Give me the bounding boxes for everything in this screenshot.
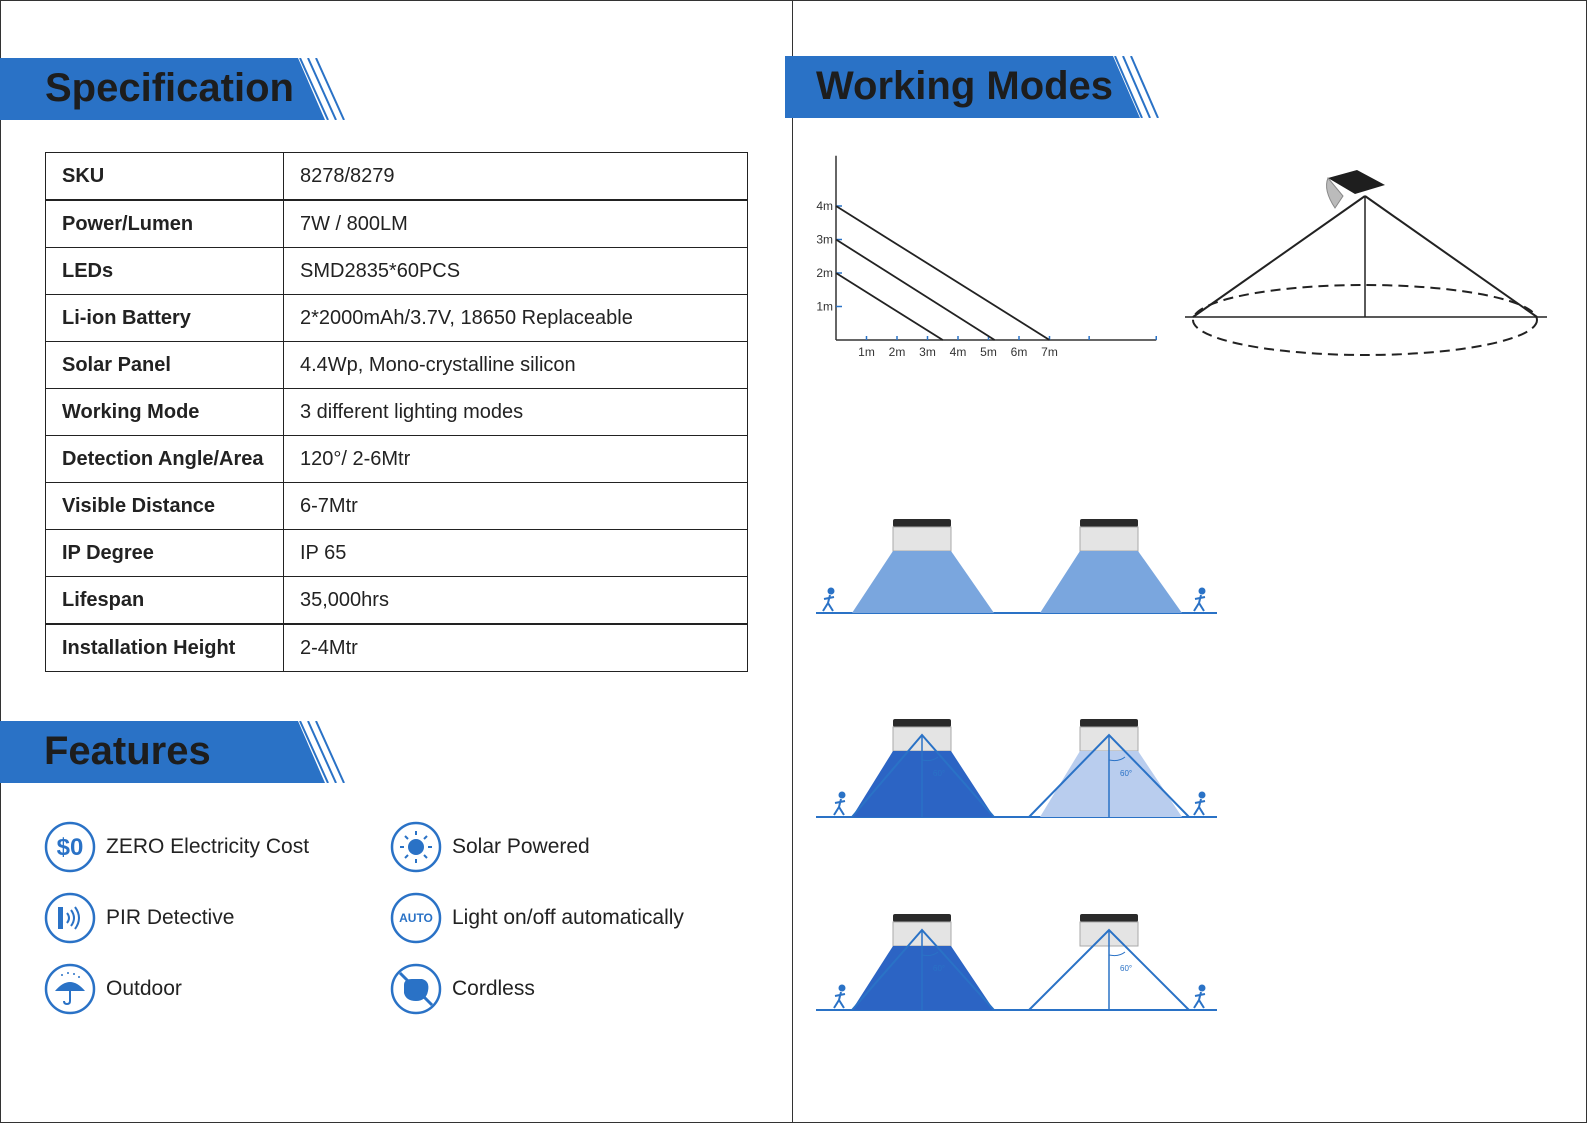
banner-stripes bbox=[299, 721, 345, 783]
cordless-icon bbox=[390, 963, 442, 1015]
feature-item: PIR Detective bbox=[44, 892, 234, 944]
spec-value: 2*2000mAh/3.7V, 18650 Replaceable bbox=[283, 294, 748, 342]
y-tick-label: 4m bbox=[816, 199, 833, 213]
x-tick-label: 5m bbox=[980, 345, 997, 359]
mode-1-diagram bbox=[816, 519, 1217, 614]
walking-person-icon bbox=[822, 587, 835, 612]
spec-label: LEDs bbox=[45, 247, 284, 295]
feature-label: PIR Detective bbox=[106, 906, 235, 929]
spec-label: SKU bbox=[45, 152, 284, 201]
y-tick-label: 3m bbox=[816, 233, 833, 247]
spec-value: 3 different lighting modes bbox=[283, 388, 748, 436]
feature-item: Solar Powered bbox=[390, 821, 590, 873]
zero-cost-icon-text: $0 bbox=[57, 834, 84, 861]
x-tick-label: 4m bbox=[950, 345, 967, 359]
x-tick-label: 2m bbox=[889, 345, 906, 359]
spec-label: Installation Height bbox=[45, 623, 284, 672]
spec-value: 7W / 800LM bbox=[283, 199, 748, 248]
feature-label: Light on/off automatically bbox=[452, 906, 684, 929]
banner-stripes bbox=[299, 58, 345, 120]
spec-label: Solar Panel bbox=[45, 341, 284, 389]
spec-value: SMD2835*60PCS bbox=[283, 247, 748, 295]
range-line bbox=[835, 205, 1050, 341]
spec-value: 8278/8279 bbox=[283, 152, 748, 201]
spec-value: 35,000hrs bbox=[283, 576, 748, 625]
spec-label: Visible Distance bbox=[45, 482, 284, 530]
spec-value: IP 65 bbox=[283, 529, 748, 577]
x-tick-label: 6m bbox=[1011, 345, 1028, 359]
angle-label: 60° bbox=[933, 769, 945, 778]
spec-value: 2-4Mtr bbox=[283, 623, 748, 672]
feature-label: Cordless bbox=[452, 977, 535, 1000]
light-fixture bbox=[892, 519, 952, 552]
x-tick-label: 3m bbox=[919, 345, 936, 359]
spec-title: Specification bbox=[45, 66, 294, 110]
spec-value: 4.4Wp, Mono-crystalline silicon bbox=[283, 341, 748, 389]
spec-value: 6-7Mtr bbox=[283, 482, 748, 530]
walking-person-icon bbox=[1193, 587, 1206, 612]
walking-person-icon bbox=[1193, 791, 1206, 816]
feature-label: Solar Powered bbox=[452, 835, 590, 858]
banner-stripes bbox=[1114, 56, 1159, 118]
umbrella-icon bbox=[44, 963, 96, 1015]
spec-label: Power/Lumen bbox=[45, 199, 284, 248]
x-tick-label: 1m bbox=[858, 345, 875, 359]
walking-person-icon bbox=[833, 984, 846, 1009]
feature-item: AUTO Light on/off automatically bbox=[390, 892, 684, 944]
features-title: Features bbox=[44, 729, 211, 773]
spec-banner: Specification bbox=[0, 58, 345, 120]
angle-label: 60° bbox=[933, 964, 945, 973]
spec-label: IP Degree bbox=[45, 529, 284, 577]
spec-label: Detection Angle/Area bbox=[45, 435, 284, 483]
auto-icon: AUTO bbox=[390, 892, 442, 944]
modes-banner: Working Modes bbox=[785, 56, 1165, 118]
light-fixture bbox=[1079, 519, 1139, 552]
spec-label: Lifespan bbox=[45, 576, 284, 625]
distance-chart: 1m 2m 3m 4m 5m 6m 7m 1m 2m 3m 4m bbox=[816, 155, 1157, 359]
angle-label: 60° bbox=[1120, 964, 1132, 973]
angle-label: 60° bbox=[1120, 769, 1132, 778]
mode-2-diagram: 60° 60° bbox=[816, 719, 1217, 818]
y-tick-label: 1m bbox=[816, 300, 833, 314]
feature-item: Cordless bbox=[390, 963, 535, 1015]
pir-sensor-icon bbox=[44, 892, 96, 944]
mode-3-diagram: 60° 60° bbox=[816, 914, 1217, 1011]
zero-cost-icon: $0 bbox=[44, 821, 96, 873]
y-tick-label: 2m bbox=[816, 266, 833, 280]
range-line bbox=[835, 238, 996, 341]
detection-range-diagram bbox=[1185, 170, 1547, 356]
spec-label: Li-ion Battery bbox=[45, 294, 284, 342]
feature-item: $0 ZERO Electricity Cost bbox=[44, 821, 309, 873]
auto-icon-text: AUTO bbox=[399, 911, 433, 925]
spec-label: Working Mode bbox=[45, 388, 284, 436]
feature-label: ZERO Electricity Cost bbox=[106, 835, 310, 858]
sun-icon bbox=[390, 821, 442, 873]
feature-item: Outdoor bbox=[44, 963, 182, 1015]
modes-title: Working Modes bbox=[816, 64, 1114, 108]
walking-person-icon bbox=[1193, 984, 1206, 1009]
spec-value: 120°/ 2-6Mtr bbox=[283, 435, 748, 483]
x-tick-label: 7m bbox=[1041, 345, 1058, 359]
walking-person-icon bbox=[833, 791, 846, 816]
features-banner: Features bbox=[0, 721, 345, 783]
feature-label: Outdoor bbox=[106, 977, 182, 1000]
page-divider bbox=[792, 0, 793, 1123]
range-line bbox=[835, 272, 944, 341]
solar-light-icon bbox=[1326, 170, 1385, 209]
